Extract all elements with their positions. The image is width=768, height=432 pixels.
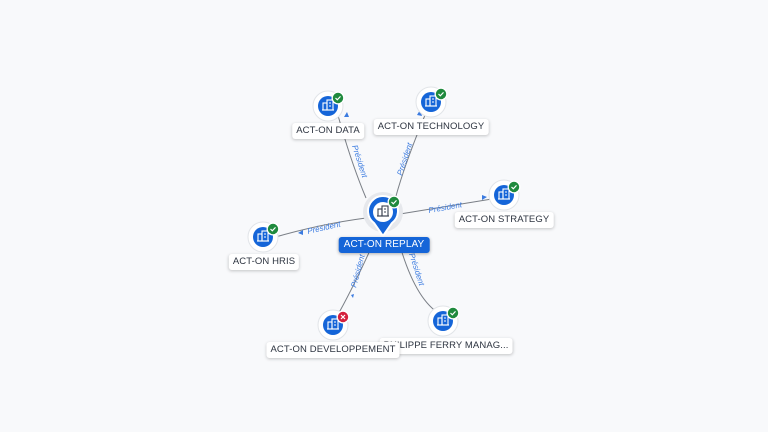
active-badge-icon — [447, 307, 459, 319]
active-badge-icon — [388, 196, 400, 208]
edge-label-hris: Président — [306, 219, 342, 236]
node-act-on-data[interactable] — [312, 90, 345, 122]
node-act-on-replay[interactable] — [363, 192, 403, 238]
node-philippe-ferry[interactable] — [427, 305, 460, 337]
active-badge-icon — [267, 223, 279, 235]
node-label-act-on-data[interactable]: ACT-ON DATA — [292, 123, 364, 139]
active-badge-icon — [508, 181, 520, 193]
node-label-philippe-ferry[interactable]: PHILIPPE FERRY MANAG... — [379, 338, 513, 354]
nodes-layer — [247, 86, 521, 341]
arrow-developpement — [351, 294, 354, 298]
node-act-on-hris[interactable] — [247, 221, 280, 253]
node-label-act-on-strategy[interactable]: ACT-ON STRATEGY — [454, 212, 554, 228]
edge-label-technology: Président — [395, 141, 414, 177]
edge-label-developpement: Président — [349, 253, 367, 289]
arrow-technology — [417, 110, 422, 116]
node-act-on-technology[interactable] — [415, 86, 448, 118]
node-act-on-strategy[interactable] — [488, 179, 521, 211]
node-label-act-on-technology[interactable]: ACT-ON TECHNOLOGY — [373, 119, 489, 135]
edge-hris — [271, 217, 367, 239]
edge-label-philippe: Président — [407, 252, 426, 288]
arrow-strategy — [482, 195, 487, 200]
edges-layer: Président Président Président Président … — [271, 107, 499, 319]
active-badge-icon — [332, 92, 344, 104]
node-label-act-on-developpement[interactable]: ACT-ON DEVELOPPEMENT — [266, 342, 400, 358]
arrow-data — [344, 112, 349, 117]
active-badge-icon — [435, 88, 447, 100]
edge-technology — [395, 107, 429, 197]
edge-data — [335, 107, 367, 199]
node-label-act-on-replay[interactable]: ACT-ON REPLAY — [338, 237, 430, 253]
edge-label-data: Président — [350, 144, 369, 180]
arrow-hris — [298, 230, 303, 235]
node-label-act-on-hris[interactable]: ACT-ON HRIS — [228, 254, 300, 270]
edge-strategy — [399, 197, 499, 215]
node-act-on-developpement[interactable] — [317, 309, 350, 341]
